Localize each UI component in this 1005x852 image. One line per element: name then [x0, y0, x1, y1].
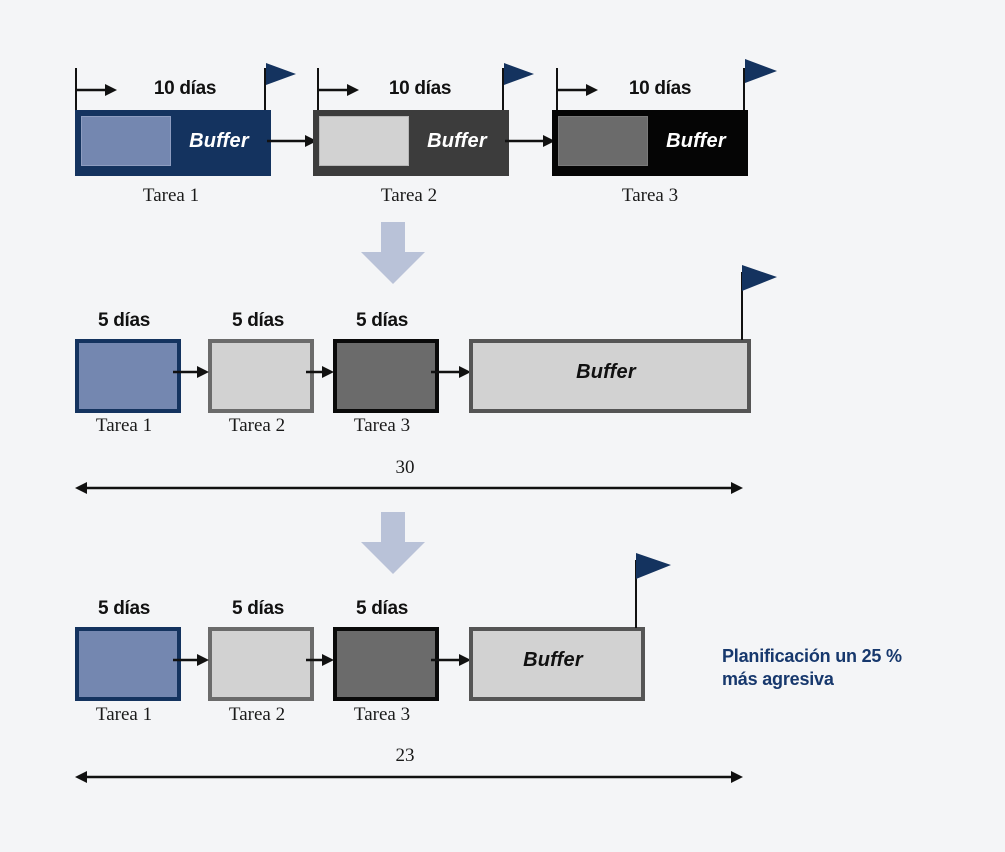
connector-top-2-3	[505, 135, 555, 147]
task-box-mid-2	[208, 339, 314, 413]
flow-down-arrow-1-icon	[361, 222, 425, 284]
tick-start-top-1	[75, 68, 77, 112]
tick-end-top-3	[743, 68, 745, 112]
flag-pole-bot	[635, 560, 637, 628]
flag-top-3-icon	[745, 59, 777, 83]
duration-label-bot: 23	[395, 745, 415, 766]
duration-label-mid: 30	[395, 457, 415, 478]
flag-top-1-icon	[266, 63, 296, 85]
days-label-bot-2: 5 días	[231, 598, 285, 619]
duration-arrow-bot	[75, 771, 743, 783]
days-label-mid-2: 5 días	[231, 310, 285, 331]
buffer-label-mid: Buffer	[576, 361, 636, 383]
days-label-bot-3: 5 días	[355, 598, 409, 619]
connector-mid-3-buffer	[431, 366, 471, 378]
task-box-mid-3	[333, 339, 439, 413]
tick-end-top-2	[502, 68, 504, 112]
tick-start-top-2	[317, 68, 319, 112]
task-label-mid-2: Tarea 2	[228, 415, 286, 436]
flag-pole-mid	[741, 272, 743, 340]
days-label-mid-3: 5 días	[355, 310, 409, 331]
task-label-mid-3: Tarea 3	[353, 415, 411, 436]
days-label-mid-1: 5 días	[97, 310, 151, 331]
task-box-bot-1	[75, 627, 181, 701]
connector-top-1-2	[267, 135, 317, 147]
flag-mid-icon	[742, 265, 777, 291]
buffer-box-mid	[469, 339, 751, 413]
connector-bot-3-buffer	[431, 654, 471, 666]
connector-bot-2-3	[306, 654, 334, 666]
task-box-bot-3	[333, 627, 439, 701]
task-label-mid-1: Tarea 1	[95, 415, 153, 436]
connector-bot-1-2	[173, 654, 209, 666]
days-label-top-3: 10 días	[628, 78, 692, 99]
days-label-top-2: 10 días	[388, 78, 452, 99]
tick-arrow-top-2	[319, 84, 359, 96]
buffer-label-bot: Buffer	[523, 649, 583, 671]
duration-arrow-mid	[75, 482, 743, 494]
days-label-bot-1: 5 días	[97, 598, 151, 619]
task-fill-top-1	[81, 116, 171, 166]
task-label-bot-1: Tarea 1	[95, 704, 153, 725]
tick-start-top-3	[556, 68, 558, 112]
tick-arrow-top-3	[558, 84, 598, 96]
task-label-bot-3: Tarea 3	[353, 704, 411, 725]
task-label-top-3: Tarea 3	[621, 185, 679, 206]
task-box-mid-1	[75, 339, 181, 413]
tick-arrow-top-1	[77, 84, 117, 96]
flow-down-arrow-2-icon	[361, 512, 425, 574]
annotation-aggressive-planning: Planificación un 25 % más agresiva	[722, 646, 902, 690]
buffer-box-bot	[469, 627, 645, 701]
task-fill-top-3	[558, 116, 648, 166]
days-label-top-1: 10 días	[153, 78, 217, 99]
task-label-bot-2: Tarea 2	[228, 704, 286, 725]
task-box-bot-2	[208, 627, 314, 701]
buffer-label-top-1: Buffer	[189, 130, 249, 152]
flag-bot-icon	[636, 553, 671, 579]
connector-mid-2-3	[306, 366, 334, 378]
buffer-label-top-2: Buffer	[427, 130, 487, 152]
task-label-top-1: Tarea 1	[142, 185, 200, 206]
task-label-top-2: Tarea 2	[380, 185, 438, 206]
tick-end-top-1	[264, 68, 266, 112]
task-fill-top-2	[319, 116, 409, 166]
buffer-label-top-3: Buffer	[666, 130, 726, 152]
flag-top-2-icon	[504, 63, 534, 85]
connector-mid-1-2	[173, 366, 209, 378]
